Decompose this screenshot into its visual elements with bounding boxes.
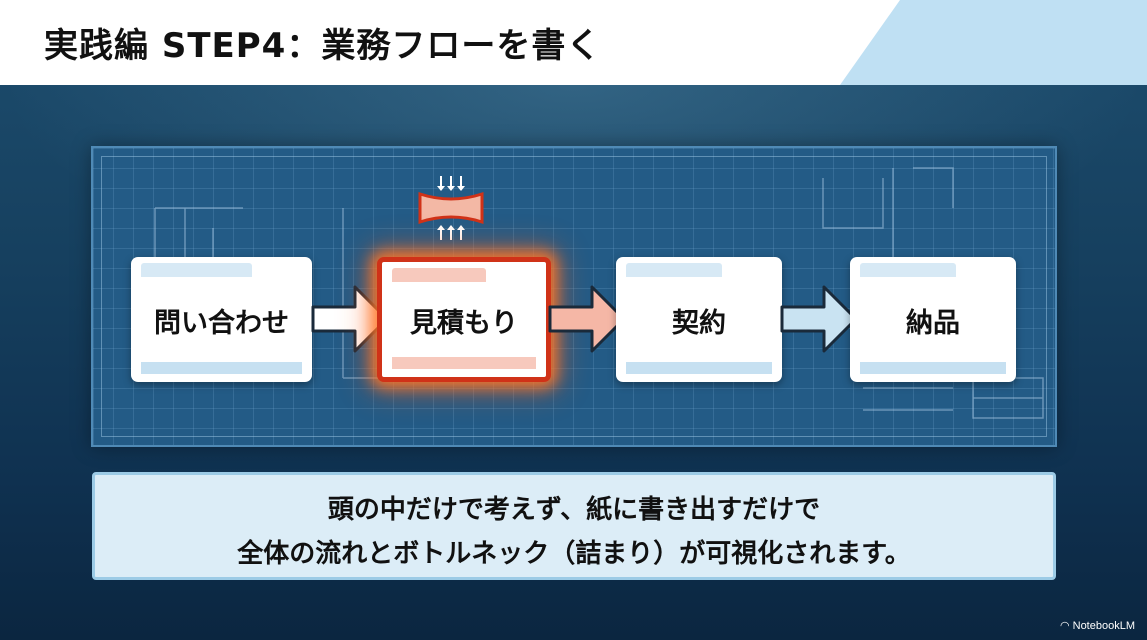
message-line-2: 全体の流れとボトルネック（詰まり）が可視化されます。 (237, 539, 911, 569)
step-strip (141, 362, 302, 374)
step-strip (392, 357, 536, 369)
flow-arrow-2 (548, 285, 626, 353)
flow-step-delivery: 納品 (850, 257, 1016, 382)
flow-step-label: 見積もり (410, 308, 518, 339)
bottleneck-icon (418, 176, 484, 240)
title-accent-shape (840, 0, 1147, 85)
flow-step-contract: 契約 (616, 257, 782, 382)
notebooklm-logo: ◠ NotebookLM (1060, 619, 1135, 632)
slide-title: 実践編 STEP4：業務フローを書く (44, 26, 602, 66)
message-line-1: 頭の中だけで考えず、紙に書き出すだけで (327, 495, 821, 525)
logo-text: NotebookLM (1072, 620, 1135, 632)
notebooklm-logo-icon: ◠ (1059, 620, 1070, 632)
flow-arrow-1 (311, 285, 389, 353)
step-tab (392, 268, 486, 282)
flow-step-inquiry: 問い合わせ (131, 257, 312, 382)
flow-step-label: 納品 (906, 308, 960, 339)
step-tab (626, 263, 722, 277)
step-tab (141, 263, 252, 277)
title-bar: 実践編 STEP4：業務フローを書く (0, 0, 1147, 85)
flow-step-label: 問い合わせ (154, 308, 289, 339)
flow-arrow-3 (780, 285, 858, 353)
flow-step-label: 契約 (672, 308, 726, 339)
step-strip (860, 362, 1006, 374)
step-strip (626, 362, 772, 374)
step-tab (860, 263, 956, 277)
blueprint-border (101, 156, 1047, 437)
flow-step-estimate: 見積もり (377, 257, 551, 382)
message-box: 頭の中だけで考えず、紙に書き出すだけで 全体の流れとボトルネック（詰まり）が可視… (92, 472, 1056, 580)
